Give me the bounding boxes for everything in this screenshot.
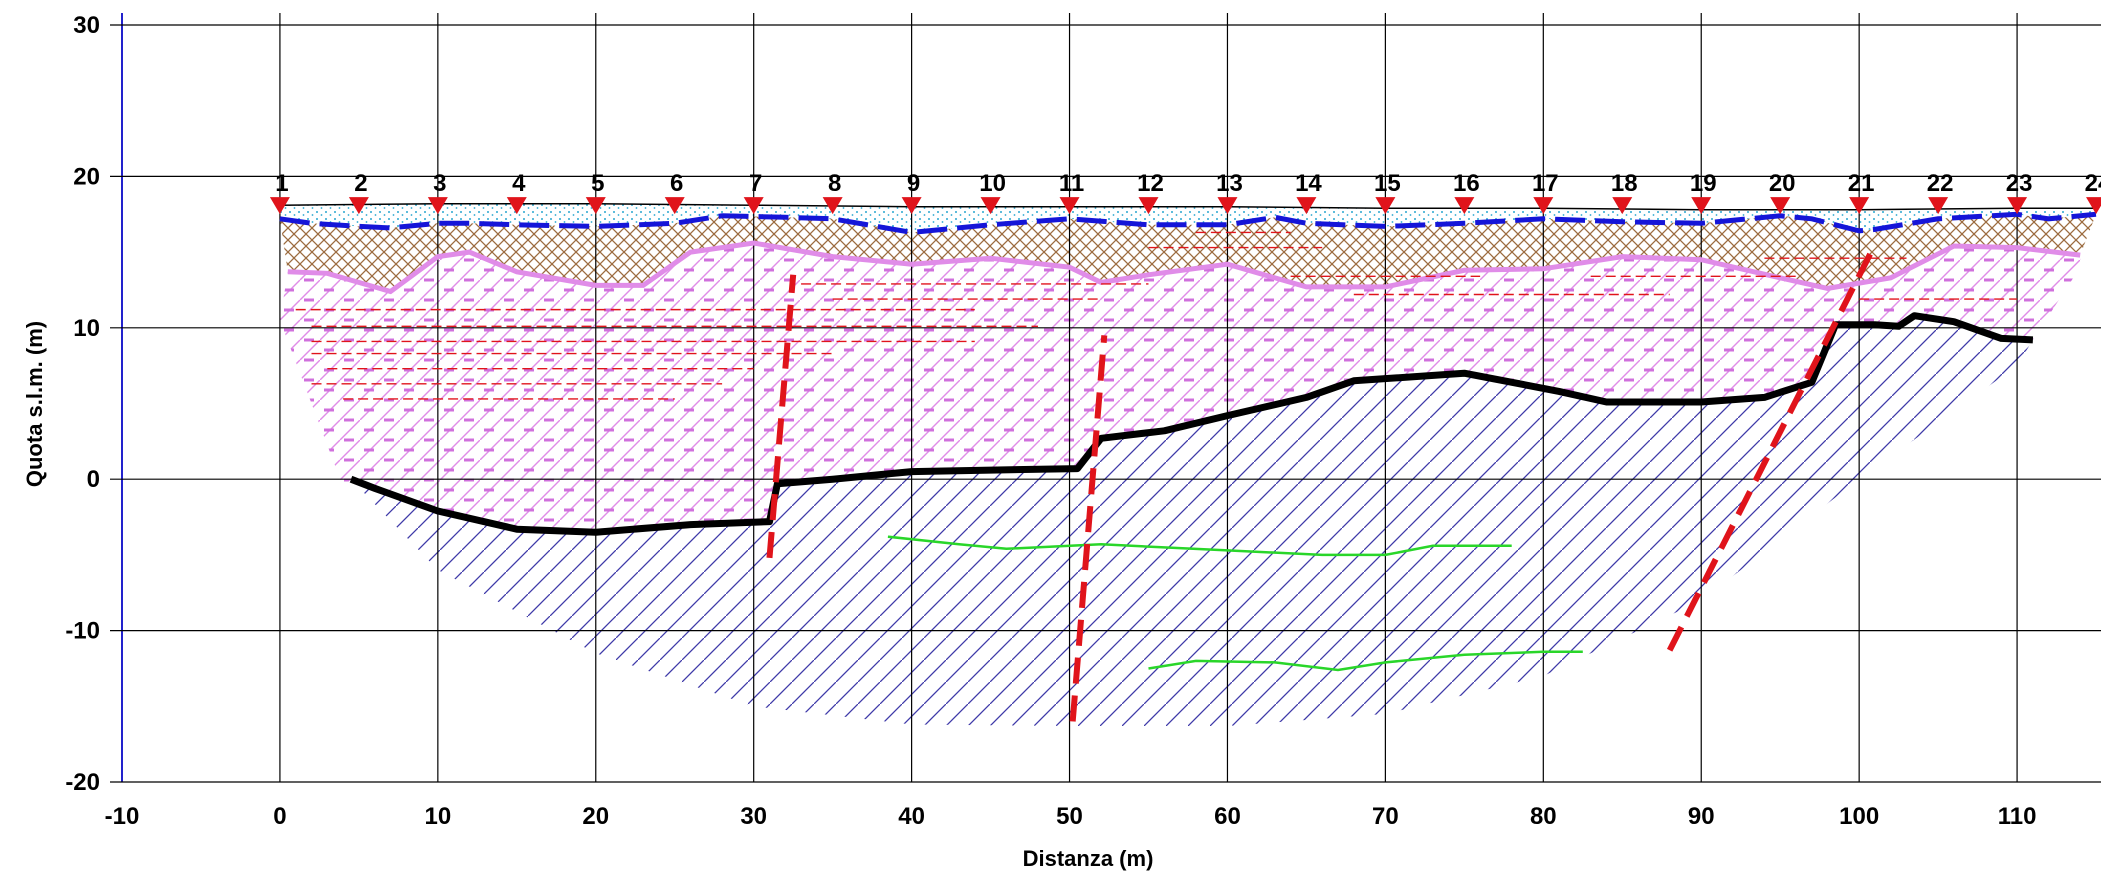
geophone-label: 15 [1374,170,1401,197]
geophone-marker [1928,197,1949,215]
silt-layer [279,214,2096,292]
axes: -100102030405060708090100110120-20-10010… [65,12,2037,830]
x-tick-label: 80 [1530,803,1557,830]
x-tick-label: 30 [740,803,767,830]
geophone-label: 20 [1769,170,1796,197]
fault-line [1069,335,1108,722]
x-tick-label: 60 [1214,803,1241,830]
geophone-label: 24 [2085,170,2101,197]
y-tick-label: -20 [65,769,100,796]
geophone-label: 22 [1927,170,1954,197]
x-tick-label: -10 [105,803,140,830]
geophone-label: 16 [1453,170,1480,197]
geophone-label: 8 [828,170,841,197]
geophone-marker [901,197,922,215]
geophone-label: 3 [433,170,446,197]
geophone-marker [427,197,448,215]
geophone-marker [2086,197,2101,215]
geophone-label: 13 [1216,170,1243,197]
geophone-label: 10 [979,170,1006,197]
geophone-label: 5 [591,170,604,197]
bedrock-layer [351,315,2033,726]
geophone-marker [1138,197,1159,215]
geophone-marker [1770,197,1791,215]
geophone-label: 4 [512,170,526,197]
geophone-marker [1375,197,1396,215]
geophone-marker [822,197,843,215]
geophone-marker [348,197,369,215]
x-axis-title: Distanza (m) [1023,846,1154,871]
x-tick-label: 70 [1372,803,1399,830]
y-tick-label: 30 [73,12,100,39]
geophone-marker [585,197,606,215]
geophone-marker [1849,197,1870,215]
geophone-marker [2007,197,2028,215]
geophone-label: 14 [1295,170,1322,197]
geophone-marker [1059,197,1080,215]
geophone-label: 2 [354,170,367,197]
x-tick-label: 100 [1839,803,1879,830]
x-tick-label: 110 [1998,803,2037,830]
x-tick-label: 40 [898,803,925,830]
geophone-label: 6 [670,170,683,197]
geophone-label: 7 [749,170,762,197]
geophone-marker [664,197,685,215]
y-tick-label: -10 [65,618,100,645]
x-tick-label: 10 [424,803,451,830]
geophone-label: 23 [2006,170,2033,197]
clay-layer [279,243,2081,533]
geophone-label: 12 [1137,170,1164,197]
y-tick-label: 0 [87,466,100,493]
y-axis-title: Quota s.l.m. (m) [22,321,47,487]
x-tick-label: 90 [1688,803,1715,830]
geophone-label: 11 [1059,170,1084,197]
geophone-label: 9 [907,170,920,197]
water-table-line [279,211,2097,235]
geophone-label: 17 [1532,170,1559,197]
geophone-label: 18 [1611,170,1638,197]
geophone-markers: 123456789101112131415161718192021222324 [269,170,2101,215]
reflector-line [887,535,1512,557]
geophone-marker [1217,197,1238,215]
geophone-marker [269,197,290,215]
clay-top-line [287,240,2081,295]
geophone-marker [743,197,764,215]
geophone-marker [980,197,1001,215]
geophone-label: 21 [1848,170,1875,197]
geophone-marker [1612,197,1633,215]
x-tick-label: 0 [273,803,286,830]
y-tick-label: 20 [73,163,100,190]
x-tick-label: 20 [582,803,609,830]
geophone-marker [1454,197,1475,215]
geophone-label: 1 [275,170,288,197]
y-tick-label: 10 [73,315,100,342]
geophone-marker [1533,197,1554,215]
geophone-marker [1296,197,1317,215]
reflector-line [1148,650,1583,672]
geophone-marker [506,197,527,215]
geophone-marker [1691,197,1712,215]
topsoil-layer [279,203,2096,233]
geologic-layers [279,203,2096,726]
bedrock-top-line [349,312,2034,536]
grid [110,13,2101,783]
geophone-label: 19 [1690,170,1717,197]
x-tick-label: 50 [1056,803,1083,830]
fault-line [766,274,797,559]
